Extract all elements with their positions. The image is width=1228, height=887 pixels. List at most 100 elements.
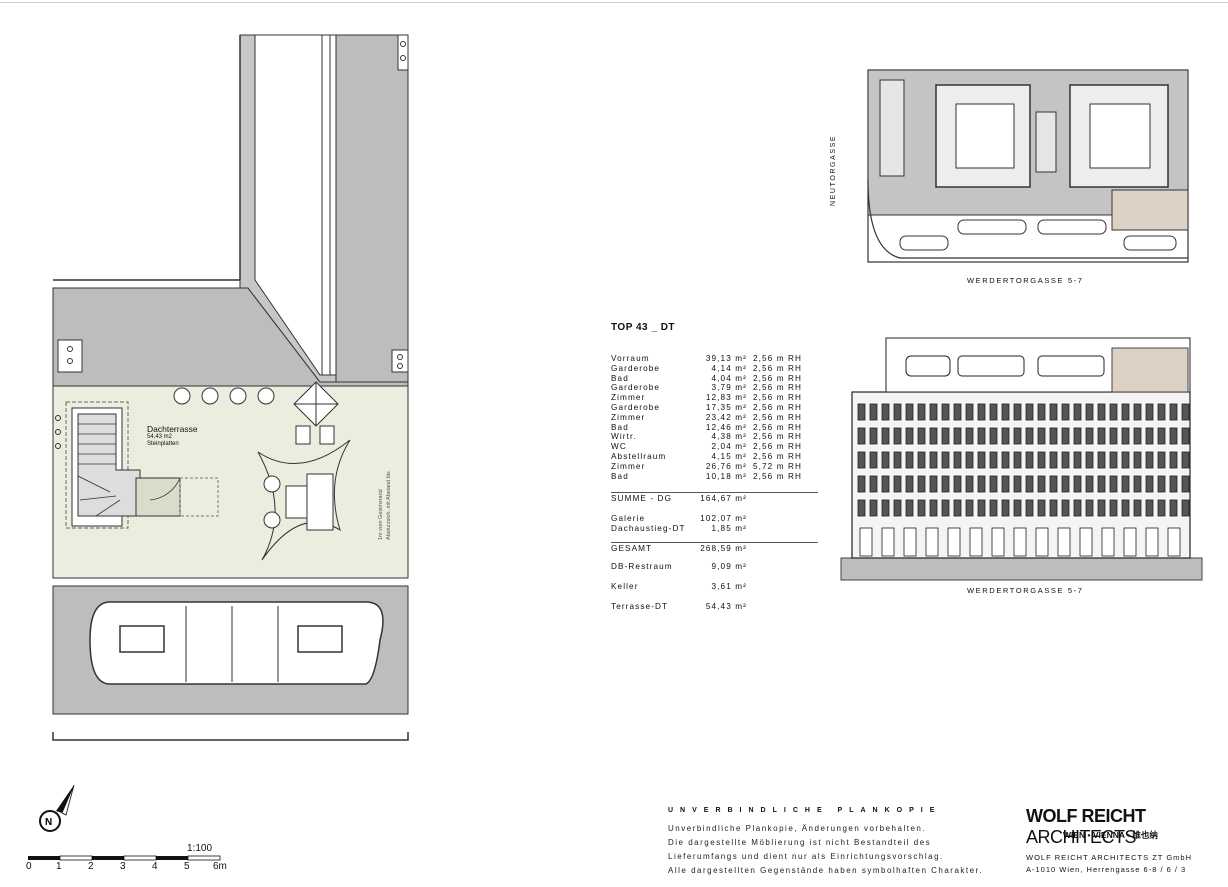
facade-window [977, 451, 986, 469]
facade-window [989, 451, 998, 469]
facade-window [1145, 403, 1154, 421]
facade-window [917, 403, 926, 421]
facade-window [965, 499, 974, 517]
facade-window [1121, 499, 1130, 517]
facade-window [1085, 475, 1094, 493]
facade-window [1169, 499, 1178, 517]
street-neutorgasse: NEUTORGASSE [830, 134, 837, 206]
scale-tick-label: 1 [56, 861, 62, 872]
room-height: 2,56 m RH [753, 442, 803, 452]
facade-window [1025, 427, 1034, 445]
room-area: 54,43 m² [705, 602, 747, 611]
room-name: Bad [611, 422, 629, 432]
room-name: Abstellraum [611, 452, 667, 461]
facade-door [1057, 527, 1071, 557]
facade-window [965, 475, 974, 493]
facade-window [1145, 451, 1154, 469]
facade-window [953, 427, 962, 445]
room-name: Bad [611, 471, 629, 481]
company-address: A-1010 Wien, Herrengasse 6-8 / 6 / 3 [1026, 865, 1187, 874]
north-arrow-icon: N [39, 784, 75, 832]
facade-window [1169, 451, 1178, 469]
facade-window [1037, 451, 1046, 469]
facade-window [1025, 451, 1034, 469]
brand-name-bold: WOLF REICHT [1026, 806, 1146, 826]
facade-window [941, 451, 950, 469]
room-area: 17,35 m² [705, 403, 747, 412]
facade-window [1037, 499, 1046, 517]
facade-door [991, 527, 1005, 557]
room-area: 12,83 m² [705, 393, 747, 403]
room-name: Zimmer [611, 393, 646, 403]
room-name: Galerie [611, 514, 646, 523]
room-area: 4,38 m² [711, 432, 747, 442]
facade-window [1109, 403, 1118, 421]
top-border [0, 2, 1228, 3]
facade-window [929, 427, 938, 445]
facade-window [1013, 427, 1022, 445]
room-height: 2,56 m RH [753, 452, 803, 461]
facade-window [1049, 427, 1058, 445]
facade-window [893, 451, 902, 469]
facade-door [859, 527, 873, 557]
facade-window [857, 475, 866, 493]
facade-window [1097, 475, 1106, 493]
facade-window [1013, 451, 1022, 469]
facade-window [941, 475, 950, 493]
facade-window [893, 403, 902, 421]
rail-note-2: 1m vom Gesimsrand [378, 489, 384, 540]
room-name: SUMME - DG [611, 494, 673, 503]
room-area: 1,85 m² [711, 524, 747, 533]
room-area: 268,59 m² [700, 544, 747, 553]
scale-tick-label: 5 [184, 861, 190, 872]
facade-window [953, 475, 962, 493]
facade-window [893, 475, 902, 493]
facade-window [905, 475, 914, 493]
room-height: 2,56 m RH [753, 403, 803, 412]
scale-tick-label: 0 [26, 861, 32, 872]
facade-window [1109, 427, 1118, 445]
facade-window [989, 475, 998, 493]
facade-window [1157, 475, 1166, 493]
brand-name-thin: ARCHITECTS [1026, 827, 1137, 847]
room-area: 4,14 m² [711, 363, 747, 373]
facade-window [929, 475, 938, 493]
room-height: 2,56 m RH [753, 383, 803, 393]
facade-window [1085, 403, 1094, 421]
scale-tick-label: 6m [213, 861, 227, 872]
facade-window [1001, 427, 1010, 445]
facade-window [977, 403, 986, 421]
facade-window [917, 499, 926, 517]
room-height: 2,56 m RH [753, 412, 803, 422]
facade-window [1073, 403, 1082, 421]
scale-tick-label: 4 [152, 861, 158, 872]
facade-window [1085, 451, 1094, 469]
room-height: 2,56 m RH [753, 432, 803, 442]
facade-window [989, 427, 998, 445]
facade-window [857, 451, 866, 469]
facade-window [1181, 451, 1190, 469]
facade-window [1169, 403, 1178, 421]
facade-window [905, 403, 914, 421]
facade-window [893, 499, 902, 517]
facade-window [1121, 403, 1130, 421]
terrace-material: Steinplatten [147, 441, 179, 447]
facade-window [1109, 451, 1118, 469]
disclaimer-line: Unverbindliche Plankopie, Änderungen vor… [668, 824, 927, 833]
roof-slope [239, 34, 337, 383]
facade-window [1061, 427, 1070, 445]
facade-window [1145, 427, 1154, 445]
